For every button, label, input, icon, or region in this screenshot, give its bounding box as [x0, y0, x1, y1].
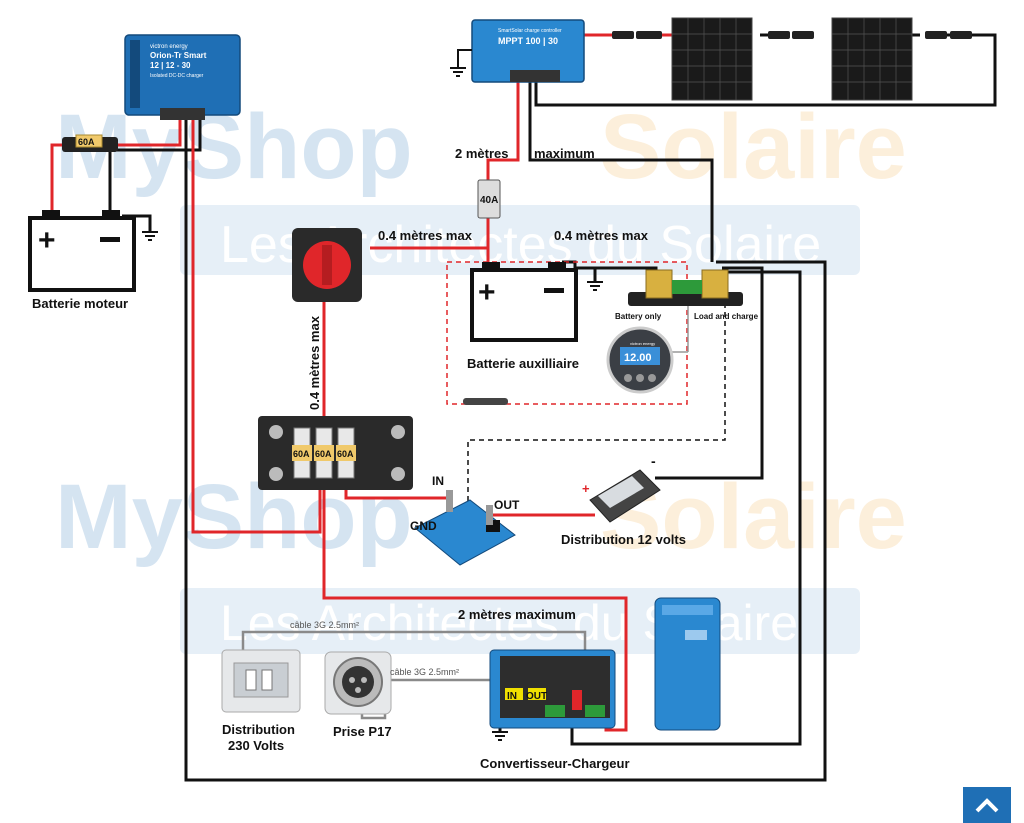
prise-p17 — [324, 651, 392, 715]
label-battery-only: Battery only — [615, 312, 662, 321]
label-load-and-charge: Load and charge — [694, 312, 759, 321]
solar-fuse: 40A — [477, 179, 501, 219]
orion-model: 12 | 12 - 30 — [150, 61, 191, 70]
solar-panel-1 — [671, 17, 753, 101]
busbar-fuse-1: 60A — [293, 449, 310, 459]
solar-fuse-label: 40A — [480, 195, 498, 206]
orion-brand: victron energy — [150, 44, 188, 50]
battery-monitor: 12.00 victron energy — [606, 326, 674, 394]
engine-battery: + Batterie moteur — [28, 210, 136, 311]
prise-p17-label: Prise P17 — [333, 724, 392, 739]
label-in: IN — [432, 474, 444, 488]
ground-icon — [492, 731, 508, 741]
batterie-auxilliaire-label: Batterie auxilliaire — [467, 356, 579, 371]
ground-icon — [587, 281, 603, 291]
chevron-up-icon — [975, 798, 999, 813]
distribution-230-label-2: 230 Volts — [228, 738, 284, 753]
label-2-metres-maximum: 2 mètres maximum — [458, 607, 576, 622]
ground-icon — [450, 49, 472, 77]
battery-shunt — [628, 269, 743, 306]
label-out: OUT — [494, 498, 520, 512]
remote-dashed-line — [467, 285, 726, 510]
inverter-in: IN — [507, 691, 517, 702]
cable-label-1: câble 3G 2.5mm² — [290, 620, 359, 630]
dist-plus: + — [582, 481, 590, 496]
orion-dc-charger: victron energy Orion-Tr Smart 12 | 12 - … — [124, 34, 241, 120]
engine-fuse-label: 60A — [78, 137, 95, 147]
inverter-charger — [489, 649, 616, 729]
mc4-connectors — [612, 31, 972, 39]
distribution-230v — [221, 649, 301, 713]
distribution-12v — [589, 469, 661, 523]
inline-fuse — [463, 398, 508, 405]
aux-battery-zone — [446, 261, 688, 405]
label-gnd: GND — [410, 519, 437, 533]
convertisseur-label: Convertisseur-Chargeur — [480, 756, 630, 771]
busbar-fuse-3: 60A — [337, 449, 354, 459]
mppt-title: SmartSolar charge controller — [498, 28, 562, 34]
label-04-switch-busbar: 0.4 mètres max — [307, 315, 322, 410]
distribution-12-label: Distribution 12 volts — [561, 532, 686, 547]
cable-label-2: câble 3G 2.5mm² — [390, 667, 459, 677]
battery-switch — [292, 228, 362, 302]
fuse-busbar: 60A 60A 60A — [258, 416, 413, 490]
engine-fuse: 60A — [62, 134, 118, 152]
dist-minus: - — [651, 453, 656, 469]
monitor-brand: victron energy — [630, 341, 655, 346]
label-04-switch-battery: 0.4 mètres max — [378, 228, 473, 243]
aux-battery: + Batterie auxilliaire — [467, 262, 579, 371]
multiplus-inverter — [654, 597, 721, 731]
watermark-brand2: Solaire — [600, 96, 907, 198]
label-04-battery-shunt: 0.4 mètres max — [554, 228, 649, 243]
engine-battery-plus: + — [38, 224, 56, 257]
label-maximum: maximum — [534, 146, 595, 161]
batterie-moteur-label: Batterie moteur — [32, 296, 128, 311]
mppt-controller: SmartSolar charge controller MPPT 100 | … — [471, 19, 585, 83]
scroll-to-top-button[interactable] — [963, 787, 1011, 823]
busbar-fuse-2: 60A — [315, 449, 332, 459]
aux-battery-plus: + — [478, 276, 496, 309]
orion-sub: Isolated DC-DC charger — [150, 73, 204, 79]
orion-title: Orion-Tr Smart — [150, 51, 207, 60]
distribution-230-label-1: Distribution — [222, 722, 295, 737]
inverter-out: OUT — [526, 691, 547, 702]
ground-icon — [142, 231, 158, 241]
monitor-readout: 12.00 — [624, 352, 652, 364]
label-2-metres: 2 mètres — [455, 146, 508, 161]
mppt-model: MPPT 100 | 30 — [498, 36, 558, 46]
battery-protect — [414, 490, 516, 566]
solar-panel-2 — [831, 17, 913, 101]
